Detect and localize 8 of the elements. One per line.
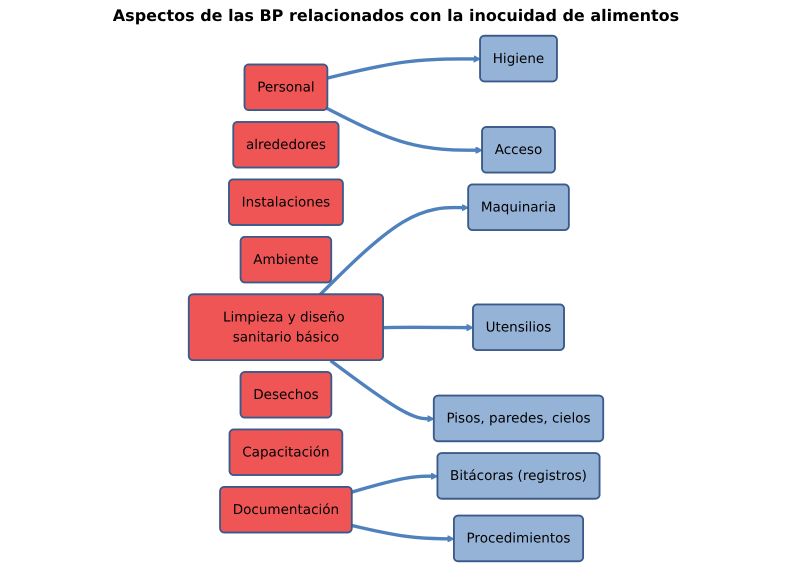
arrow (352, 524, 455, 542)
arrow (327, 55, 481, 80)
arrow (352, 472, 438, 494)
arrow (318, 204, 469, 296)
arrow (383, 324, 474, 332)
arrow (330, 359, 435, 422)
arrow (326, 107, 483, 154)
diagram-title: Aspectos de las BP relacionados con la inocuidad de alimentos (112, 6, 680, 25)
